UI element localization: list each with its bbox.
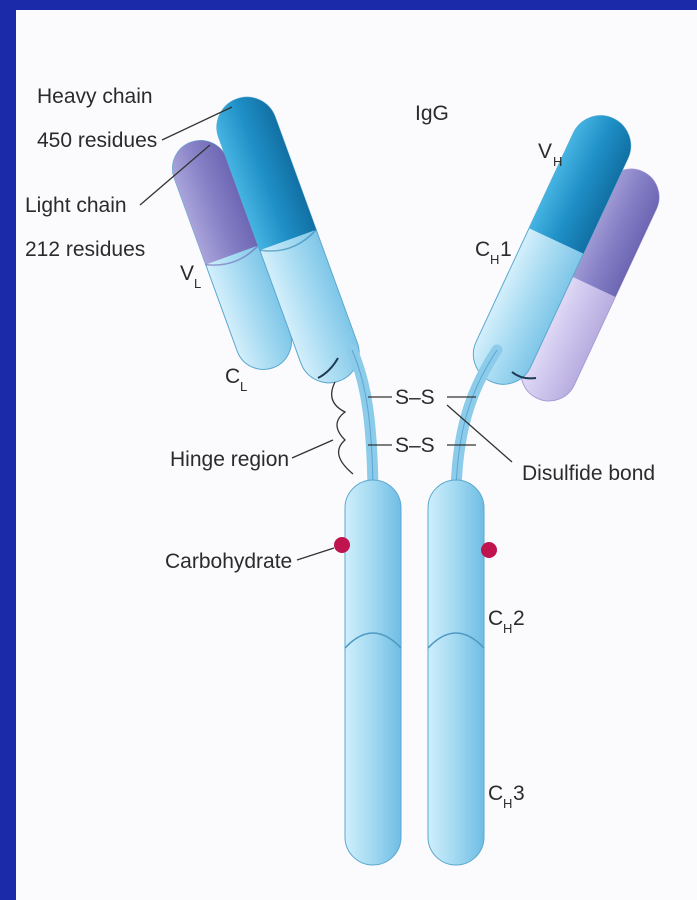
hinge-region-label: Hinge region [170, 448, 289, 471]
cl-label: C L [225, 365, 247, 394]
hinge-bracket [332, 382, 353, 474]
svg-text:H: H [553, 154, 562, 169]
ch3-label: C H 3 [488, 782, 525, 811]
light-chain-label: Light chain [25, 194, 127, 217]
carbohydrate-label: Carbohydrate [165, 550, 292, 573]
svg-text:C: C [488, 782, 503, 805]
carbohydrate-leader [297, 548, 334, 560]
right-fc-stem [428, 480, 484, 865]
svg-text:C: C [475, 238, 490, 261]
disulfide-ss-bottom: S–S [395, 434, 435, 457]
svg-text:L: L [240, 379, 247, 394]
svg-text:2: 2 [513, 607, 525, 630]
title-igg: IgG [415, 102, 449, 125]
right-carbohydrate-dot [481, 542, 497, 558]
svg-text:H: H [503, 621, 512, 636]
light-chain-residues: 212 residues [25, 238, 145, 261]
svg-text:V: V [538, 140, 552, 163]
disulfide-bond-label: Disulfide bond [522, 462, 655, 485]
heavy-chain-label: Heavy chain [37, 85, 153, 108]
svg-text:1: 1 [500, 238, 512, 261]
vl-label: V L [180, 262, 201, 291]
heavy-chain-residues: 450 residues [37, 129, 157, 152]
svg-text:L: L [194, 276, 201, 291]
hinge-leader [292, 440, 333, 458]
ch2-label: C H 2 [488, 607, 525, 636]
svg-text:C: C [225, 365, 240, 388]
vh-label: V H [538, 140, 562, 169]
left-fab-arm [165, 89, 368, 391]
left-hinge [352, 350, 373, 490]
left-carbohydrate-dot [334, 537, 350, 553]
svg-text:H: H [490, 252, 499, 267]
disulfide-ss-top: S–S [395, 386, 435, 409]
left-fc-stem [345, 480, 401, 865]
svg-text:3: 3 [513, 782, 525, 805]
svg-text:V: V [180, 262, 194, 285]
svg-text:C: C [488, 607, 503, 630]
ch1-label: C H 1 [475, 238, 512, 267]
svg-text:H: H [503, 796, 512, 811]
